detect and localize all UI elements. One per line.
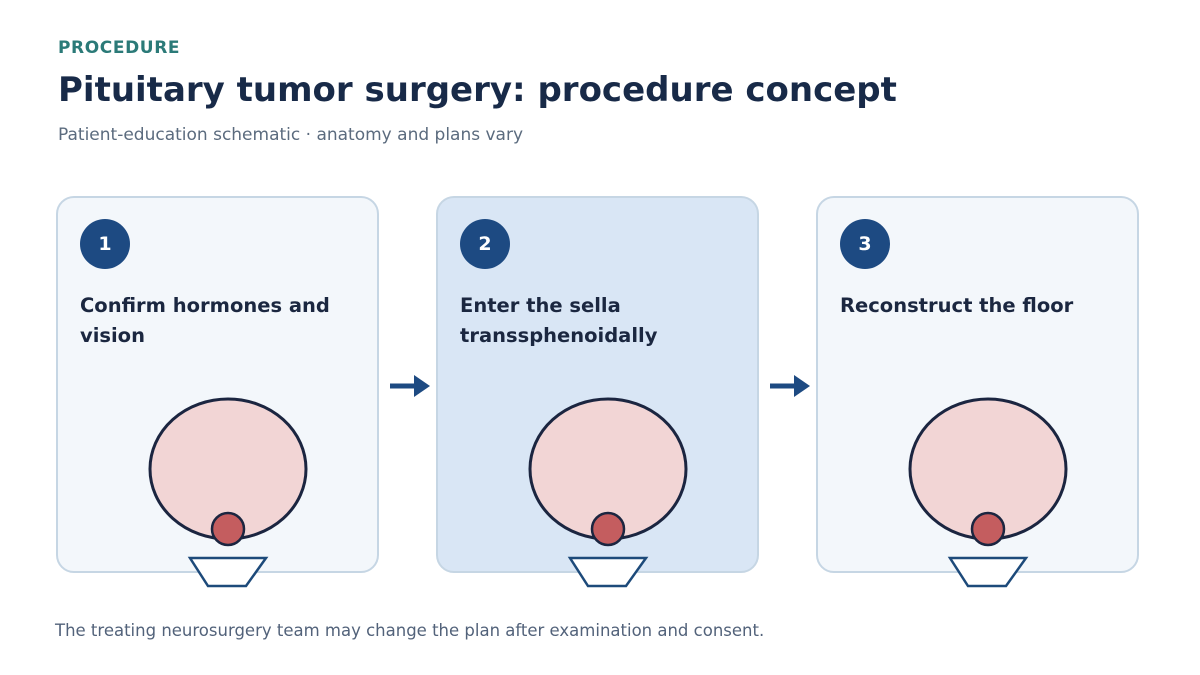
step-number-badge: 1 xyxy=(80,219,130,269)
footnote: The treating neurosurgery team may chang… xyxy=(55,621,765,640)
eyebrow-label: PROCEDURE xyxy=(58,38,181,58)
right-arrow-icon xyxy=(770,375,810,397)
page-subtitle: Patient-education schematic · anatomy an… xyxy=(58,125,524,145)
step-card-3: 3 Reconstruct the floor xyxy=(816,196,1139,573)
step-label: Reconstruct the floor xyxy=(840,294,1074,317)
step-number-badge: 2 xyxy=(460,219,510,269)
right-arrow-icon xyxy=(390,375,430,397)
step-card-1: 1 Confirm hormones and vision xyxy=(56,196,379,573)
step-number-badge: 3 xyxy=(840,219,890,269)
page-title: Pituitary tumor surgery: procedure conce… xyxy=(58,70,897,110)
step-label: Confirm hormones and vision xyxy=(80,294,330,347)
step-card-2: 2 Enter the sella transsphenoidally xyxy=(436,196,759,573)
step-label: Enter the sella transsphenoidally xyxy=(460,294,658,347)
